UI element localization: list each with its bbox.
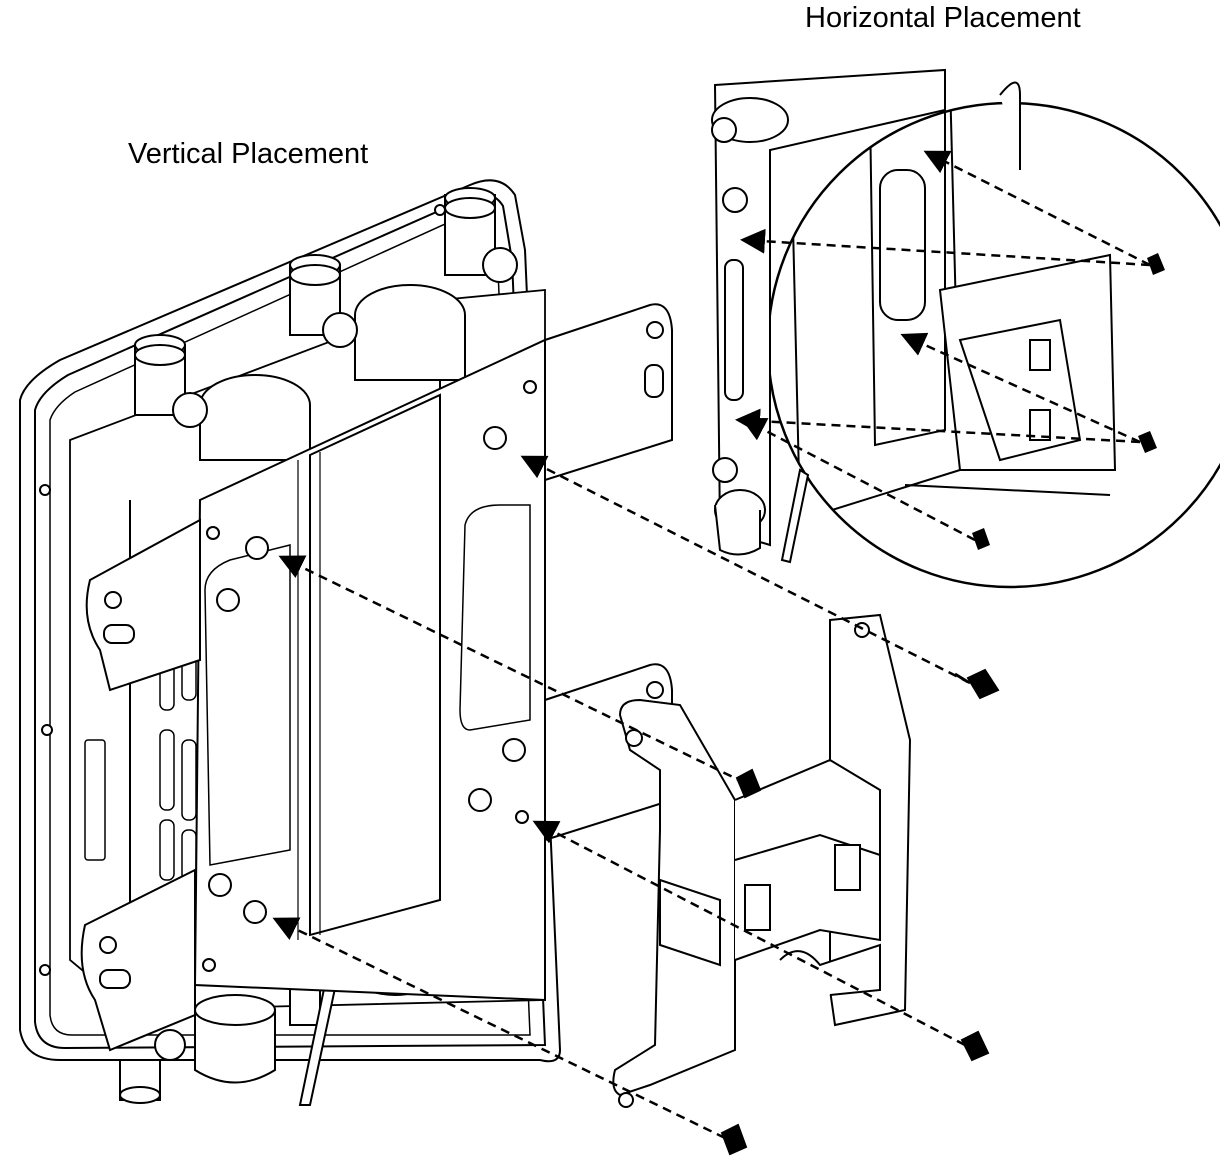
fastening-arrows [272, 455, 970, 1138]
standoff [217, 589, 239, 611]
rim-screw [40, 965, 50, 975]
vertical-placement-label: Vertical Placement [128, 138, 369, 170]
screw [1147, 253, 1165, 275]
standoff [209, 874, 231, 896]
screw [722, 1125, 746, 1154]
standoff [244, 901, 266, 923]
bracket-screw [524, 381, 536, 393]
antenna-connectors-top [135, 188, 517, 460]
standoff [503, 739, 525, 761]
rim-screw [435, 205, 445, 215]
standoff [246, 537, 268, 559]
screw [962, 1032, 988, 1060]
standoff [469, 789, 491, 811]
horizontal-placement-label: Horizontal Placement [805, 2, 1081, 34]
screw [737, 770, 760, 797]
screw [955, 670, 998, 698]
standoff [484, 427, 506, 449]
bracket-screw [203, 959, 215, 971]
screw [972, 528, 990, 550]
rim-screw [42, 725, 52, 735]
horizontal-detail [712, 70, 1220, 610]
rim-screw [40, 485, 50, 495]
bracket-screw [516, 811, 528, 823]
wall-bracket [613, 615, 910, 1107]
bracket-screw [207, 527, 219, 539]
screw [1138, 431, 1157, 453]
connector-cap [483, 248, 517, 282]
ap-mounting-bracket [82, 304, 672, 1050]
screws [722, 670, 998, 1154]
connector-cap [323, 313, 357, 347]
connector-cap [173, 393, 207, 427]
